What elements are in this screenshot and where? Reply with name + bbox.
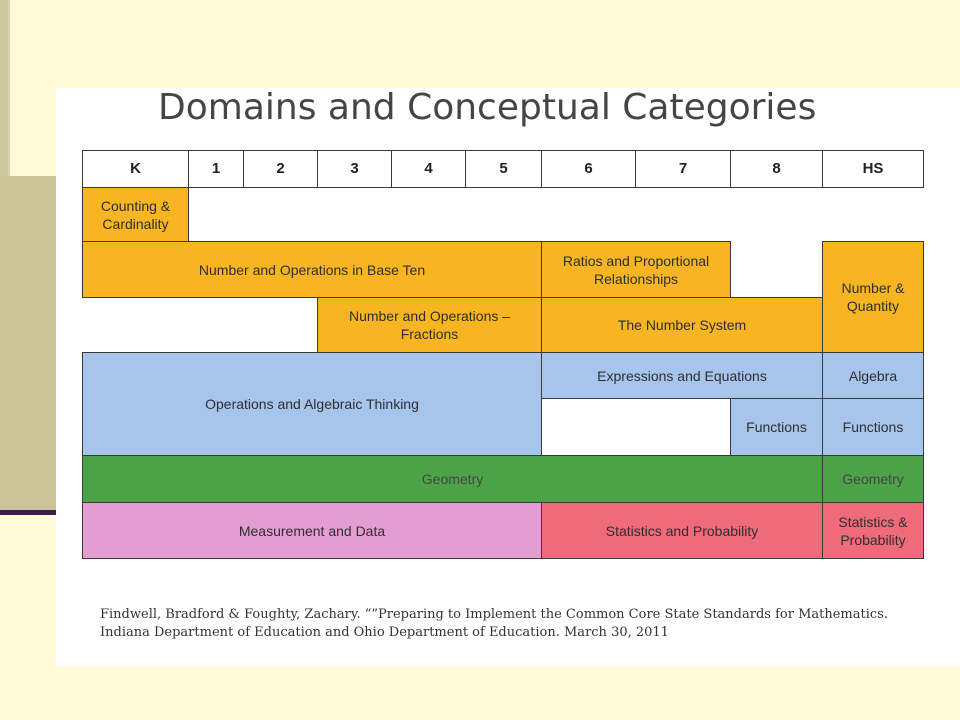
scanned-figure: Domains and Conceptual Categories K 1 2 … — [56, 88, 960, 666]
domain-functions-grade8: Functions — [730, 398, 823, 456]
domain-ratios: Ratios and Proportional Relationships — [541, 241, 731, 298]
domain-grid: K 1 2 3 4 5 6 7 8 HS Counting & Cardinal… — [56, 88, 960, 666]
citation-line-2: Indiana Department of Education and Ohio… — [100, 625, 669, 640]
slide-accent-line — [0, 510, 56, 515]
domain-measurement-data: Measurement and Data — [82, 502, 542, 559]
category-functions: Functions — [822, 398, 924, 456]
category-number-quantity: Number & Quantity — [822, 241, 924, 353]
domain-number-base-ten: Number and Operations in Base Ten — [82, 241, 542, 298]
grade-header-8: 8 — [730, 150, 823, 188]
domain-statistics-probability: Statistics and Probability — [541, 502, 823, 559]
grade-header-3: 3 — [317, 150, 392, 188]
grade-header-6: 6 — [541, 150, 636, 188]
grade-header-2: 2 — [243, 150, 318, 188]
grade-header-k: K — [82, 150, 189, 188]
category-statistics-probability: Statistics & Probability — [822, 502, 924, 559]
domain-number-fractions: Number and Operations – Fractions — [317, 297, 542, 353]
domain-operations-algebraic-thinking: Operations and Algebraic Thinking — [82, 352, 542, 456]
domain-expressions-equations: Expressions and Equations — [541, 352, 823, 399]
figure-title: Domains and Conceptual Categories — [158, 87, 817, 128]
domain-counting-cardinality: Counting & Cardinality — [82, 187, 189, 242]
citation: Findwell, Bradford & Foughty, Zachary. “… — [100, 606, 940, 642]
slide-side-bar-lower — [0, 176, 56, 510]
category-geometry: Geometry — [822, 455, 924, 503]
domain-number-system: The Number System — [541, 297, 823, 353]
grade-header-5: 5 — [465, 150, 542, 188]
citation-line-1: Findwell, Bradford & Foughty, Zachary. “… — [100, 607, 888, 622]
category-algebra: Algebra — [822, 352, 924, 399]
grade-header-1: 1 — [188, 150, 244, 188]
grade-header-hs: HS — [822, 150, 924, 188]
domain-geometry: Geometry — [82, 455, 823, 503]
grade-header-7: 7 — [635, 150, 731, 188]
grade-header-4: 4 — [391, 150, 466, 188]
